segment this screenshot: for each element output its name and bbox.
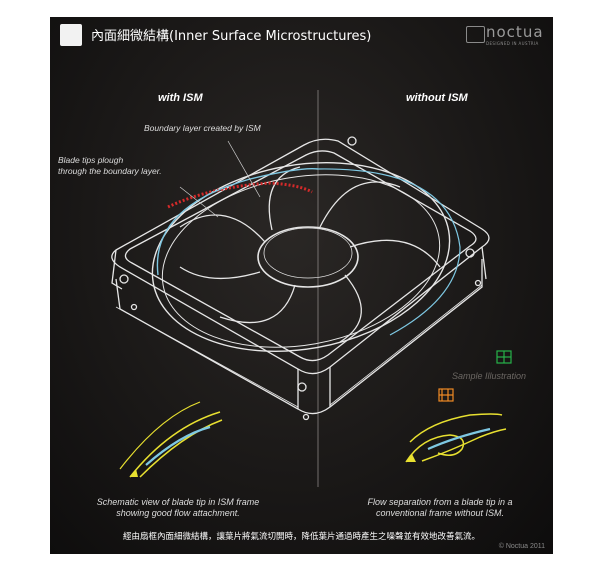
without-ism-label: without ISM [406,92,468,104]
logo-word: noctua [486,23,544,41]
sample-orange-icon [438,388,454,402]
boundary-leader [227,140,261,198]
right-caption-line1: Flow separation from a blade tip in a [367,497,513,507]
fan-diagram [111,90,512,487]
boundary-layer-label: Boundary layer created by ISM [144,123,261,133]
blade-tips-leader [179,186,219,218]
with-ism-label: with ISM [158,92,203,104]
page-title: 內面細微結構(Inner Surface Microstructures) [91,29,372,44]
sample-illustration-watermark: Sample Illustration [452,371,527,381]
footer-text: 經由扇框內面細微結構，讓葉片將氣流切開時，降低葉片通過時產生之噪聲並有效地改善氣… [122,532,480,542]
header-fan-icon [60,24,82,46]
no-ism-flow-schematic [405,413,507,463]
logo-tagline: DESIGNED IN AUSTRIA [486,41,539,46]
ism-ring-highlight [156,168,319,276]
boundary-layer-mark [167,181,313,209]
right-caption: Flow separation from a blade tip in a co… [340,497,540,519]
logo-mark-icon [466,26,485,43]
copyright: © Noctua 2011 [498,543,545,550]
left-caption: Schematic view of blade tip in ISM frame… [78,497,278,519]
blade-tips-label-line2: through the boundary layer. [58,166,162,176]
noctua-logo: noctua DESIGNED IN AUSTRIA [466,23,548,50]
fan-frame [111,136,490,421]
ism-flow-schematic [119,401,223,478]
sample-green-icon [496,350,512,364]
left-caption-line2: showing good flow attachment. [116,508,240,518]
right-caption-line2: conventional frame without ISM. [375,508,505,518]
diagram-panel: 內面細微結構(Inner Surface Microstructures) no… [50,17,553,554]
blade-tips-label-line1: Blade tips plough [58,155,124,165]
left-caption-line1: Schematic view of blade tip in ISM frame [96,497,260,507]
